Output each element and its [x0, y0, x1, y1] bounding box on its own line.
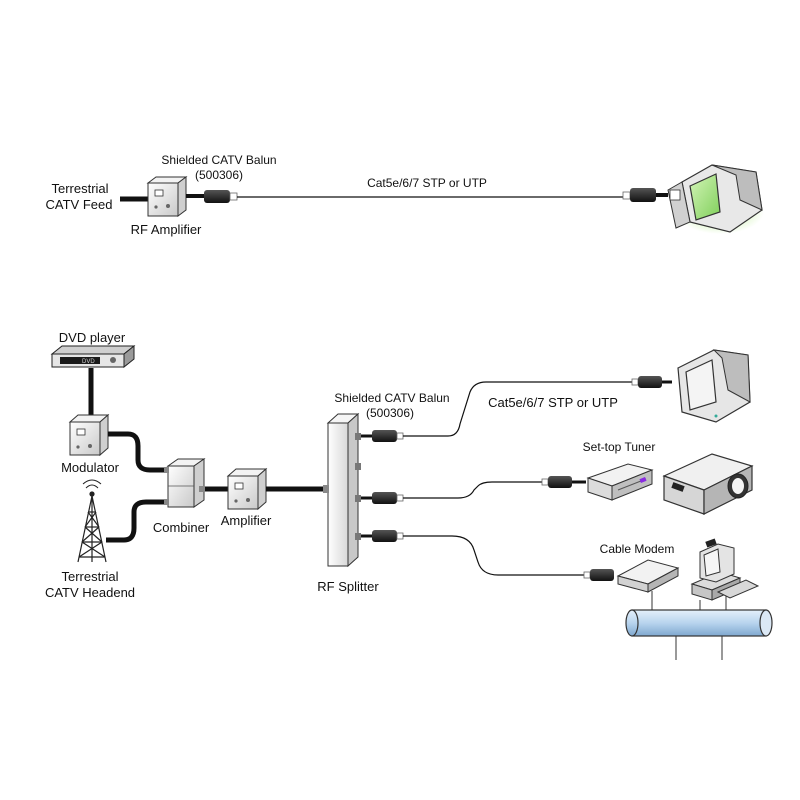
top-amplifier-label: RF Amplifier — [130, 222, 202, 237]
projector-icon — [662, 453, 754, 515]
modulator-label: Modulator — [61, 460, 119, 475]
bottom-diagram: DVD — [50, 344, 773, 660]
monitor-balun — [631, 376, 672, 388]
combiner-icon — [164, 458, 206, 508]
cat5-cable-to-monitor — [403, 381, 632, 437]
combiner-label: Combiner — [152, 520, 210, 535]
settop-tuner-icon — [586, 463, 654, 501]
splitter-balun-3 — [361, 530, 404, 542]
splitter-balun-1 — [361, 430, 404, 442]
top-cable-label: Cat5e/6/7 STP or UTP — [367, 176, 487, 190]
cable-modem-label: Cable Modem — [599, 542, 675, 556]
modulator-icon — [68, 413, 110, 457]
headend-to-combiner-cable — [106, 499, 168, 543]
modulator-to-combiner-cable — [108, 431, 168, 473]
top-balun-right — [622, 188, 668, 202]
desktop-computer-icon — [690, 538, 760, 601]
cable-to-modem — [403, 535, 584, 576]
top-diagram — [120, 164, 764, 234]
rf-splitter-icon — [323, 412, 361, 568]
top-monitor-icon — [667, 164, 764, 234]
dvd-player-icon: DVD — [50, 344, 136, 369]
bottom-cable-label: Cat5e/6/7 STP or UTP — [488, 395, 618, 410]
top-feed-label-line1: Terrestrial — [51, 181, 109, 196]
top-balun-left — [204, 190, 238, 203]
settop-balun — [541, 476, 586, 488]
headend-label-line1: Terrestrial — [61, 569, 119, 584]
dvd-device-text: DVD — [82, 359, 95, 365]
cable-modem-icon — [616, 559, 680, 593]
dvd-player-label: DVD player — [58, 330, 126, 345]
top-balun-part: (500306) — [194, 168, 244, 182]
bottom-monitor-icon — [677, 349, 751, 423]
amplifier-label: Amplifier — [220, 513, 272, 528]
splitter-label: RF Splitter — [317, 579, 379, 594]
modem-balun — [583, 569, 614, 581]
bottom-balun-part: (500306) — [365, 406, 415, 420]
cable-to-settop — [403, 481, 542, 499]
amplifier-icon — [226, 467, 268, 511]
settop-tuner-label: Set-top Tuner — [582, 440, 656, 454]
top-balun-label: Shielded CATV Balun — [161, 153, 277, 167]
network-backbone-pipe — [625, 591, 773, 660]
top-feed-label-line2: CATV Feed — [45, 197, 113, 212]
top-rf-amplifier — [146, 176, 188, 217]
headend-label-line2: CATV Headend — [44, 585, 136, 600]
headend-tower-icon — [77, 479, 107, 563]
splitter-balun-2 — [361, 492, 404, 504]
bottom-balun-label: Shielded CATV Balun — [334, 391, 450, 405]
